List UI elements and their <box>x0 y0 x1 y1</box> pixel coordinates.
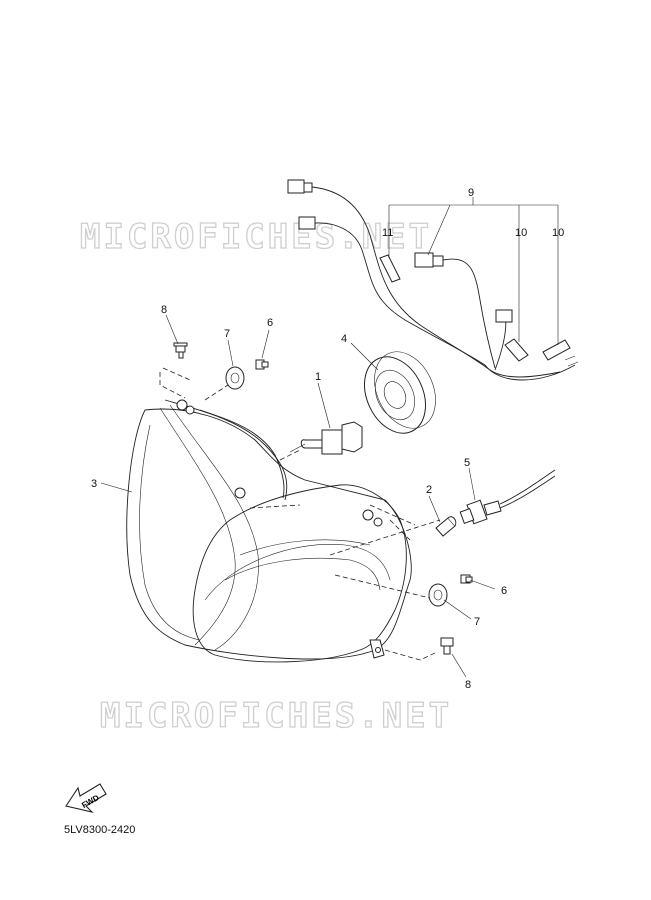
bulb-cover-part-4 <box>364 351 436 434</box>
callout-9: 9 <box>468 187 474 199</box>
callout-1: 1 <box>315 371 321 383</box>
leader-lines <box>100 314 496 678</box>
headlight-assembly <box>126 367 441 663</box>
diagram-code: 5LV8300-2420 <box>64 824 135 836</box>
callout-11: 11 <box>382 227 393 239</box>
callout-6-right: 6 <box>501 585 507 597</box>
callout-3: 3 <box>91 478 97 490</box>
callout-4: 4 <box>341 333 347 345</box>
callout-10-right: 10 <box>552 227 564 239</box>
callout-2: 2 <box>426 484 432 496</box>
callout-7-top: 7 <box>224 328 230 340</box>
callout-10-left: 10 <box>515 227 527 239</box>
fwd-arrow-icon: FWD <box>65 783 107 813</box>
callout-8-top: 8 <box>161 304 167 316</box>
wiring-harness <box>287 179 579 381</box>
socket-cord-part-5 <box>459 469 556 525</box>
small-bulb-part-2 <box>435 516 457 537</box>
watermark-bottom: MICROFICHES.NET <box>100 696 452 736</box>
callout-labels: 1 2 3 4 5 6 6 7 7 8 8 9 10 10 11 <box>91 187 564 691</box>
callout-6-top: 6 <box>267 317 273 329</box>
callout-7-right: 7 <box>474 616 480 628</box>
callout-5: 5 <box>464 457 470 469</box>
fasteners <box>173 342 473 655</box>
watermark-top: MICROFICHES.NET <box>80 217 432 257</box>
callout-8-bottom: 8 <box>465 679 471 691</box>
bulb-part-1 <box>289 421 363 455</box>
fwd-label: FWD <box>80 793 100 810</box>
